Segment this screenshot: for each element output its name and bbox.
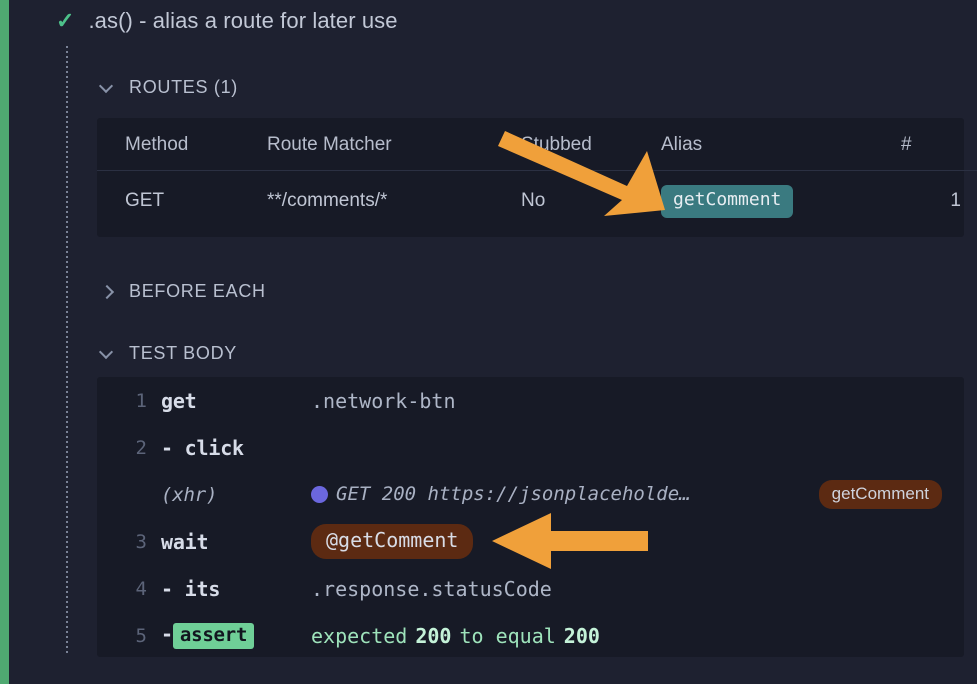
list-item[interactable]: 3 wait @getComment — [97, 518, 964, 565]
table-row[interactable]: GET **/comments/* No getComment 1 — [97, 171, 977, 234]
indent-guide — [66, 46, 68, 656]
alias-badge[interactable]: getComment — [661, 185, 794, 218]
command-argument: .network-btn — [311, 388, 456, 413]
xhr-detail: GET 200 https://jsonplaceholde… getComme… — [311, 479, 964, 510]
section-header-test-body[interactable]: TEST BODY — [99, 343, 237, 364]
command-name: - its — [161, 576, 221, 601]
wait-alias-badge[interactable]: @getComment — [311, 524, 474, 559]
cell-method: GET — [125, 190, 165, 212]
assert-message: expected 200 to equal 200 — [311, 624, 964, 648]
assert-expected-value: 200 — [563, 623, 600, 648]
test-title-row[interactable]: ✓ .as() - alias a route for later use — [56, 8, 398, 34]
list-item[interactable]: 4 - its .response.statusCode — [97, 565, 964, 612]
section-label-test-body: TEST BODY — [129, 343, 237, 363]
command-argument: @getComment — [311, 524, 964, 559]
line-number: 5 — [135, 624, 147, 647]
cell-stubbed: No — [521, 190, 546, 212]
xhr-status-dot-icon — [311, 485, 328, 503]
list-item[interactable]: 2 - click — [97, 424, 964, 471]
list-item[interactable]: 1 get .network-btn — [97, 377, 964, 424]
assert-comparator-label: to equal — [459, 623, 556, 648]
table-header-row: Method Route Matcher Stubbed Alias # — [97, 118, 977, 171]
command-name-assert: -assert — [161, 622, 311, 650]
xhr-alias-badge[interactable]: getComment — [818, 479, 942, 510]
routes-table-panel: Method Route Matcher Stubbed Alias # GET… — [97, 118, 977, 237]
assert-dash: - — [161, 621, 173, 646]
line-number: 1 — [135, 389, 147, 412]
line-number: 2 — [135, 436, 147, 459]
list-item-xhr[interactable]: (xhr) GET 200 https://jsonplaceholde… ge… — [97, 471, 964, 518]
assert-badge: assert — [172, 622, 255, 650]
routes-table: Method Route Matcher Stubbed Alias # GET… — [97, 118, 977, 234]
command-name: get — [161, 388, 197, 413]
test-body-command-log: 1 get .network-btn 2 - click (xhr) GET 2… — [97, 377, 964, 657]
test-status-strip — [0, 0, 9, 684]
line-number: 4 — [135, 577, 147, 600]
cell-alias: getComment — [661, 171, 901, 234]
command-argument: .response.statusCode — [311, 576, 552, 601]
runner-reporter-panel: ✓ .as() - alias a route for later use RO… — [9, 0, 977, 684]
column-header-stubbed: Stubbed — [521, 118, 661, 171]
command-name: wait — [161, 529, 209, 554]
column-header-count: # — [901, 118, 977, 171]
chevron-right-icon — [99, 284, 115, 300]
section-label-before-each: BEFORE EACH — [129, 281, 266, 301]
assert-expected-label: expected — [311, 623, 408, 648]
section-label-routes: ROUTES (1) — [129, 77, 239, 97]
page-title: .as() - alias a route for later use — [88, 8, 398, 33]
section-header-before-each[interactable]: BEFORE EACH — [99, 281, 266, 302]
cell-route-matcher: **/comments/* — [267, 190, 388, 212]
xhr-request-text: GET 200 https://jsonplaceholde… — [336, 483, 691, 506]
command-name: - click — [161, 435, 244, 460]
chevron-down-icon — [99, 346, 115, 362]
column-header-alias: Alias — [661, 118, 901, 171]
list-item-assert[interactable]: 5 -assert expected 200 to equal 200 — [97, 612, 964, 657]
chevron-down-icon — [99, 80, 115, 96]
line-number: 3 — [135, 530, 147, 553]
cell-count: 1 — [950, 190, 961, 212]
column-header-method: Method — [97, 118, 267, 171]
command-name-xhr: (xhr) — [161, 483, 218, 506]
column-header-route-matcher: Route Matcher — [267, 118, 521, 171]
section-header-routes[interactable]: ROUTES (1) — [99, 77, 238, 98]
check-icon: ✓ — [56, 8, 75, 33]
assert-actual-value: 200 — [415, 623, 452, 648]
